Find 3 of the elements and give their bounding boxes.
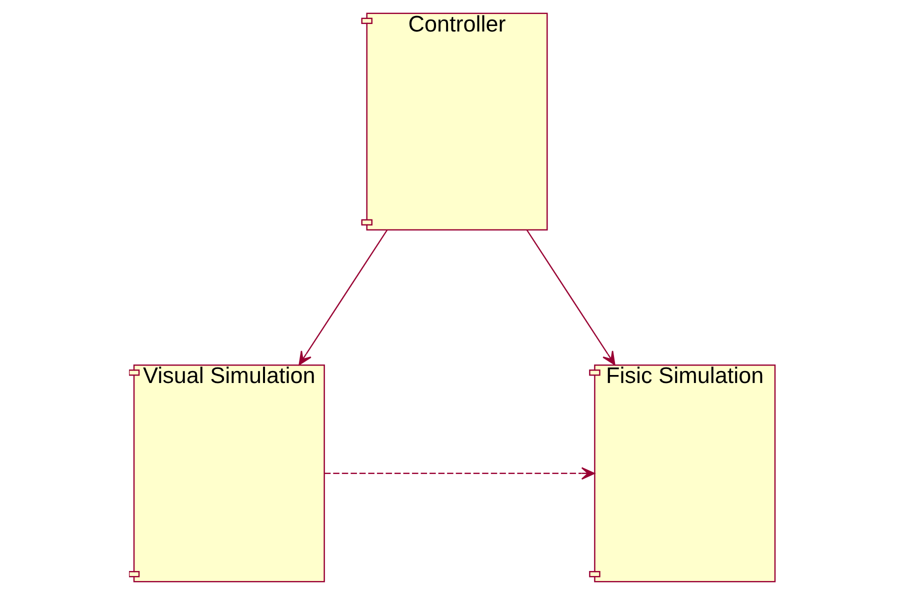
arrow — [324, 467, 596, 480]
arrow — [526, 230, 616, 366]
arrow — [298, 230, 388, 366]
